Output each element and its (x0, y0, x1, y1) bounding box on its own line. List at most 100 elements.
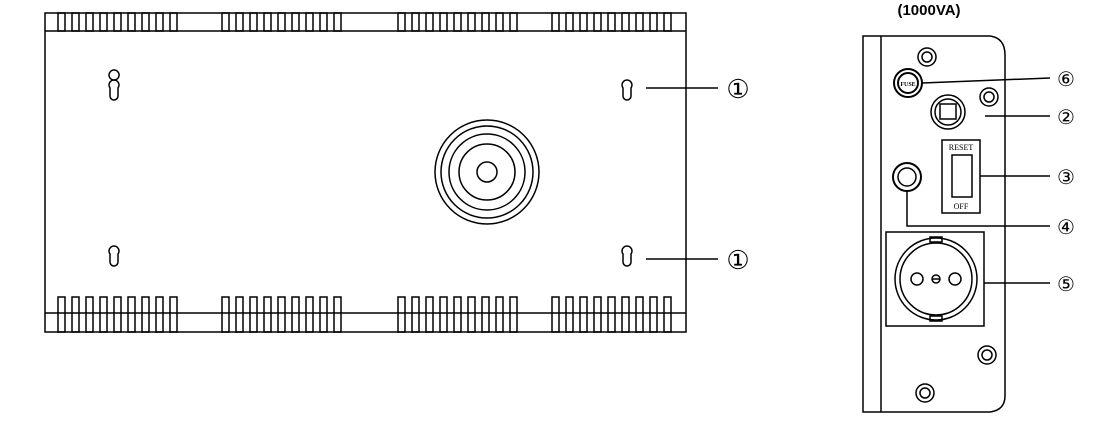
vent-slot (509, 12, 518, 32)
vent-slot (127, 12, 136, 32)
vent-slot (99, 296, 108, 333)
unit-housing-outline (44, 12, 687, 333)
vent-slot (221, 12, 230, 32)
vent-slot (481, 12, 490, 32)
callout-5-label: ⑤ (1057, 274, 1075, 296)
switch-off-label: OFF (954, 202, 969, 211)
vent-slot (467, 12, 476, 32)
vent-slot (593, 296, 602, 333)
vent-slot (495, 12, 504, 32)
vent-slot (113, 12, 122, 32)
vent-slot (439, 12, 448, 32)
vent-slot (71, 12, 80, 32)
vent-slot (221, 296, 230, 333)
center-fan-circle (434, 119, 540, 225)
vent-slot (235, 12, 244, 32)
screw-right-lower (977, 345, 997, 365)
vent-slot (99, 12, 108, 32)
callout-4-label: ④ (1057, 217, 1075, 239)
vent-slot (249, 12, 258, 32)
callout-3-label: ③ (1057, 167, 1075, 189)
switch-reset-label: RESET (949, 143, 974, 152)
vent-slot (439, 296, 448, 333)
vent-slot (319, 12, 328, 32)
vent-slot (593, 12, 602, 32)
vent-slot (621, 12, 630, 32)
vent-slot (551, 12, 560, 32)
callout-6-label: ⑥ (1057, 69, 1075, 91)
vent-slot (333, 296, 342, 333)
vent-slot (235, 296, 244, 333)
port-connector (930, 94, 966, 130)
vent-slot (425, 12, 434, 32)
vent-slot (249, 296, 258, 333)
vent-slot (263, 296, 272, 333)
keyhole-slot-top-right (621, 79, 633, 101)
vent-slot (663, 296, 672, 333)
vent-slot (481, 296, 490, 333)
vent-slot (453, 296, 462, 333)
indicator-jack (892, 162, 922, 192)
vent-slot (57, 296, 66, 333)
screw-right-upper (979, 87, 999, 107)
top-vent-slots (57, 12, 672, 32)
vent-slot (635, 12, 644, 32)
vent-slot (333, 12, 342, 32)
vent-slot (291, 12, 300, 32)
vent-slot (495, 296, 504, 333)
vent-slot (579, 12, 588, 32)
keyhole-slot-top-left (108, 69, 120, 81)
keyhole-slot-bottom-left (108, 245, 120, 267)
vent-slot (397, 296, 406, 333)
vent-slot (649, 12, 658, 32)
vent-slot (85, 296, 94, 333)
vent-slot (579, 296, 588, 333)
vent-slot (141, 296, 150, 333)
vent-slot (277, 296, 286, 333)
vent-slot (57, 12, 66, 32)
power-outlet (885, 231, 985, 327)
vent-slot (467, 296, 476, 333)
vent-slot (305, 296, 314, 333)
vent-slot (127, 296, 136, 333)
vent-slot (565, 12, 574, 32)
vent-slot (305, 12, 314, 32)
vent-slot (565, 296, 574, 333)
vent-slot (607, 12, 616, 32)
screw-bottom (915, 383, 935, 403)
vent-slot (551, 296, 560, 333)
vent-slot (263, 12, 272, 32)
vent-slot (453, 12, 462, 32)
vent-slot (85, 12, 94, 32)
screw-top (917, 47, 937, 67)
vent-slot (411, 12, 420, 32)
callout-6-leader (921, 77, 1051, 84)
vent-slot (621, 296, 630, 333)
vent-slot (277, 12, 286, 32)
vent-slot (155, 296, 164, 333)
vent-slot (663, 12, 672, 32)
side-panel (862, 35, 1051, 413)
callout-4-leader (906, 191, 1050, 227)
vent-slot (319, 296, 328, 333)
keyhole-slot-bottom-right (621, 245, 633, 267)
callout-1-bottom-label: ① (726, 245, 749, 275)
side-panel-outline (862, 35, 1006, 413)
vent-slot (141, 12, 150, 32)
unit-rear-view (44, 12, 718, 333)
vent-slot (397, 12, 406, 32)
vent-slot (509, 296, 518, 333)
vent-slot (155, 12, 164, 32)
callout-1-top-label: ① (726, 74, 749, 104)
vent-slot (411, 296, 420, 333)
bottom-vent-slots (57, 296, 672, 333)
vent-slot (169, 12, 178, 32)
vent-slot (113, 296, 122, 333)
diagram-title: (1000VA) (897, 2, 960, 19)
keyhole-slot-top-left-shape (108, 79, 120, 101)
vent-slot (425, 296, 434, 333)
callout-2-label: ② (1057, 107, 1075, 129)
vent-slot (635, 296, 644, 333)
vent-slot (291, 296, 300, 333)
